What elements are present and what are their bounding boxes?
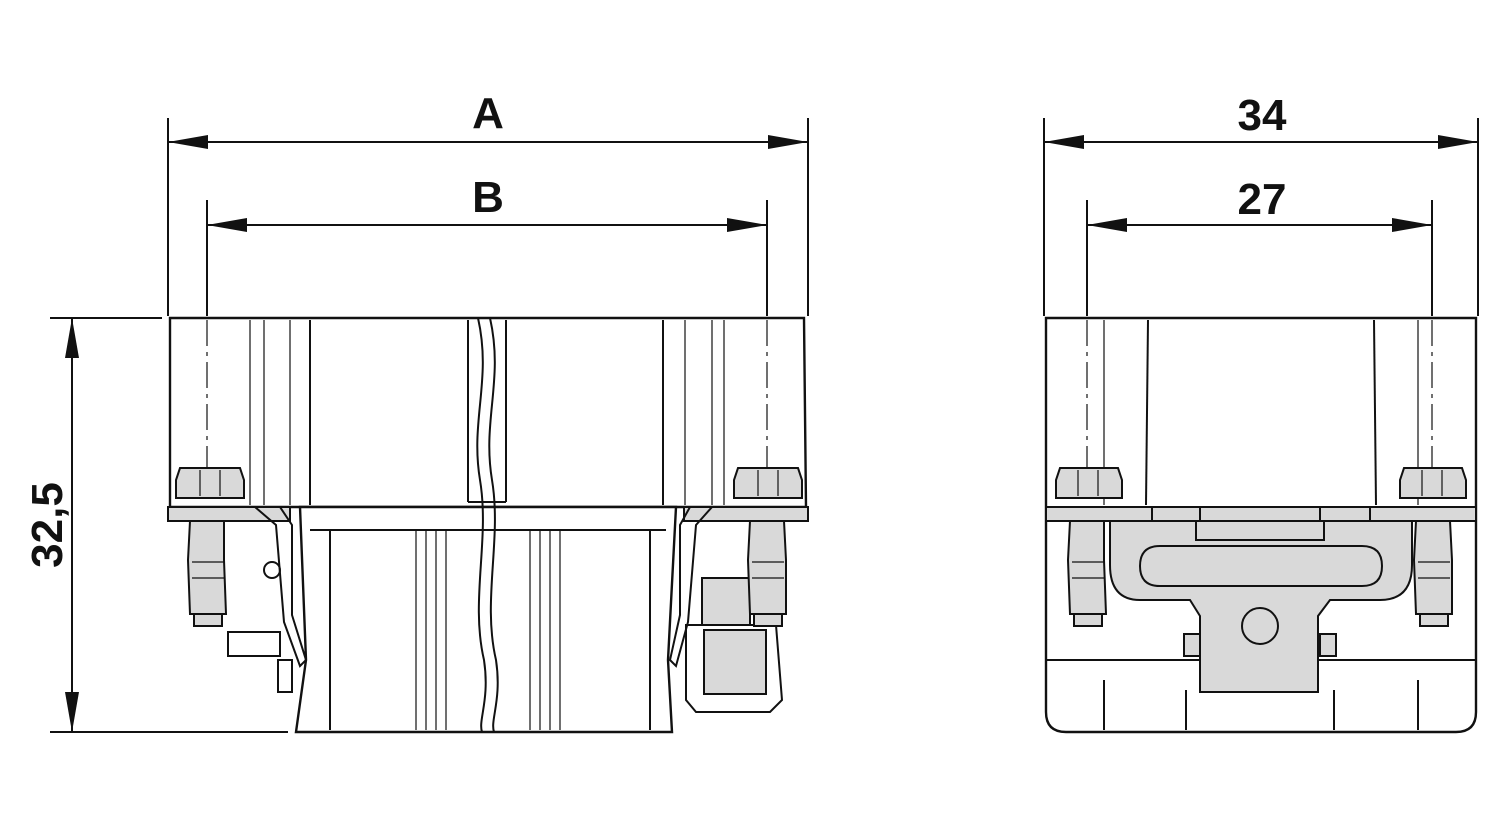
side-view: 34 27 xyxy=(1043,91,1479,734)
right-screw xyxy=(733,467,803,627)
front-view: A B 32,5 xyxy=(23,89,809,734)
dim-label-a: A xyxy=(472,89,504,138)
dim-label-27: 27 xyxy=(1238,175,1287,224)
dim-label-b: B xyxy=(472,173,504,222)
dim-label-34: 34 xyxy=(1238,91,1287,140)
side-left-screw xyxy=(1055,467,1123,627)
dim-label-height: 32,5 xyxy=(23,482,72,568)
left-screw xyxy=(175,467,245,627)
side-right-screw xyxy=(1399,467,1467,627)
